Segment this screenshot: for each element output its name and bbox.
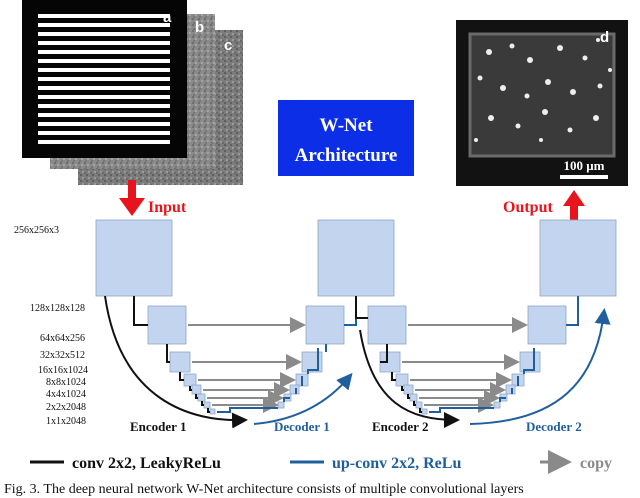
feature-block	[277, 401, 285, 409]
feature-block	[421, 408, 428, 415]
label-b: b	[195, 19, 204, 36]
legend-conv-label: conv 2x2, LeakyReLu	[72, 455, 221, 472]
copy-arrows-1	[188, 317, 306, 413]
scale-bar	[560, 175, 608, 179]
feature-block	[289, 384, 300, 395]
feature-block	[169, 351, 191, 373]
legend-copy-label: copy	[580, 455, 612, 472]
dim-label: 64x64x256	[40, 333, 85, 344]
stage-label-decoder-2: Decoder 2	[526, 419, 582, 434]
feature-block	[403, 384, 414, 395]
dim-label: 16x16x1024	[38, 365, 88, 376]
encoder-arc-2	[359, 329, 460, 428]
feature-block	[317, 219, 395, 297]
feature-block	[409, 393, 418, 402]
stage-label-encoder-2: Encoder 2	[372, 419, 428, 434]
dim-label: 8x8x1024	[46, 377, 86, 388]
input-image-stack: a b c	[22, 0, 243, 185]
feature-block	[395, 373, 409, 387]
copy-arrows-2	[402, 317, 528, 413]
label-d: d	[600, 29, 609, 46]
dim-label: 256x256x3	[14, 225, 59, 236]
decoder-arc-2	[469, 308, 611, 425]
upconv-path-dec2	[429, 296, 579, 413]
feature-block	[197, 393, 206, 402]
dim-label: 1x1x2048	[46, 416, 86, 427]
decoder-arc-1	[253, 372, 353, 425]
encoder-2	[367, 305, 428, 415]
encoder-1	[95, 219, 216, 415]
feature-block	[527, 305, 567, 345]
conv-path-enc1	[133, 296, 210, 413]
feature-block	[539, 219, 617, 297]
label-a: a	[163, 9, 172, 26]
output-image: d 100 μm	[456, 20, 628, 186]
dim-label: 4x4x1024	[46, 389, 86, 400]
feature-block	[415, 401, 423, 409]
feature-block	[183, 373, 197, 387]
feature-block	[367, 305, 407, 345]
input-label: Input	[148, 199, 187, 216]
feature-block	[203, 401, 211, 409]
feature-block	[305, 305, 345, 345]
upconv-path-dec1	[217, 296, 357, 413]
dim-label: 2x2x2048	[46, 402, 86, 413]
conv-path-enc2	[355, 296, 422, 413]
title-line1: W-Net	[319, 115, 373, 136]
title-line2: Architecture	[295, 145, 398, 166]
figure-caption: Fig. 3. The deep neural network W-Net ar…	[4, 482, 524, 497]
feature-block	[493, 401, 501, 409]
feature-block	[505, 384, 516, 395]
title-box	[278, 100, 414, 176]
encoder-arc-1	[104, 295, 248, 429]
dim-label: 32x32x512	[40, 350, 85, 361]
stripe-pattern	[38, 14, 170, 144]
output-label: Output	[503, 199, 553, 216]
feature-block	[95, 219, 173, 297]
input-arrow	[119, 180, 145, 216]
decoder-1	[277, 219, 395, 409]
feature-block	[147, 305, 187, 345]
stage-label-decoder-1: Decoder 1	[274, 419, 330, 434]
label-c: c	[224, 37, 232, 54]
decoder-2	[493, 219, 617, 409]
scale-bar-label: 100 μm	[564, 158, 605, 173]
feature-block	[191, 384, 202, 395]
stage-label-encoder-1: Encoder 1	[130, 419, 186, 434]
legend-upconv-label: up-conv 2x2, ReLu	[332, 455, 461, 472]
feature-block	[209, 408, 216, 415]
output-arrow	[563, 190, 585, 223]
legend: conv 2x2, LeakyReLu up-conv 2x2, ReLu co…	[30, 450, 612, 474]
dim-label: 128x128x128	[30, 303, 85, 314]
